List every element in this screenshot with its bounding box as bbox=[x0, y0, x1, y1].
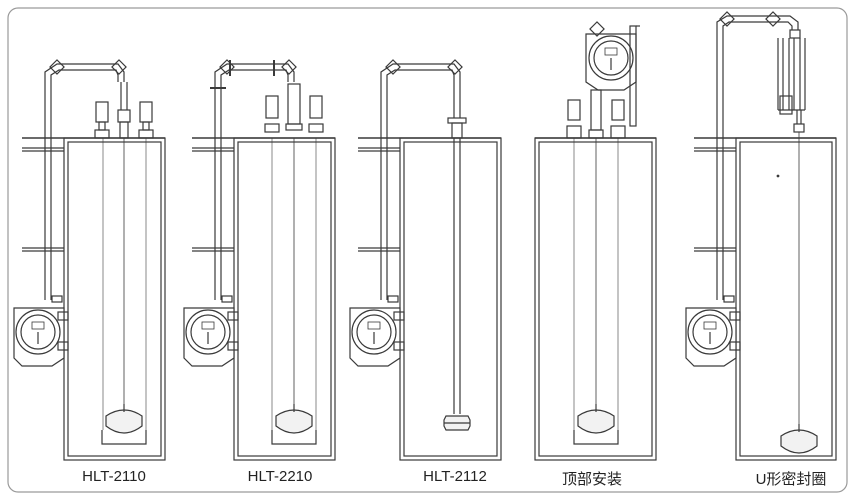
tank bbox=[22, 137, 166, 461]
float bbox=[101, 404, 147, 445]
float bbox=[780, 424, 818, 454]
external-pipe bbox=[210, 59, 297, 300]
tank bbox=[192, 137, 336, 461]
tank bbox=[358, 137, 502, 461]
top-nozzles bbox=[264, 83, 324, 133]
gauge bbox=[585, 21, 640, 127]
gauge bbox=[349, 295, 405, 367]
label-u-seal: U形密封圈 bbox=[755, 471, 827, 488]
variant-hlt-2110 bbox=[13, 59, 166, 461]
float bbox=[573, 404, 619, 445]
label-hlt-2110: HLT-2110 bbox=[82, 468, 146, 485]
gauge bbox=[685, 295, 741, 367]
tank bbox=[694, 137, 837, 461]
gauge bbox=[183, 295, 239, 367]
external-pipe bbox=[716, 11, 799, 300]
u-seal-tubes bbox=[777, 29, 806, 133]
bracket bbox=[192, 147, 234, 252]
bracket bbox=[358, 147, 400, 252]
variant-hlt-2112 bbox=[349, 59, 502, 461]
external-pipe bbox=[380, 59, 463, 300]
label-hlt-2112: HLT-2112 bbox=[423, 468, 487, 485]
label-hlt-2210: HLT-2210 bbox=[247, 468, 313, 485]
variant-hlt-2210 bbox=[183, 59, 336, 461]
bracket bbox=[22, 147, 64, 252]
top-nozzles bbox=[94, 82, 154, 139]
external-pipe bbox=[44, 59, 127, 300]
variant-u-seal bbox=[685, 11, 837, 461]
guide-tube bbox=[447, 82, 467, 414]
gauge bbox=[13, 295, 69, 367]
label-top-mount: 顶部安装 bbox=[561, 471, 622, 488]
float bbox=[443, 415, 471, 431]
bracket bbox=[694, 147, 736, 252]
variant-top-mount bbox=[534, 21, 657, 461]
figure-frame bbox=[7, 7, 848, 493]
top-nozzles bbox=[566, 89, 626, 139]
float bbox=[271, 404, 317, 445]
